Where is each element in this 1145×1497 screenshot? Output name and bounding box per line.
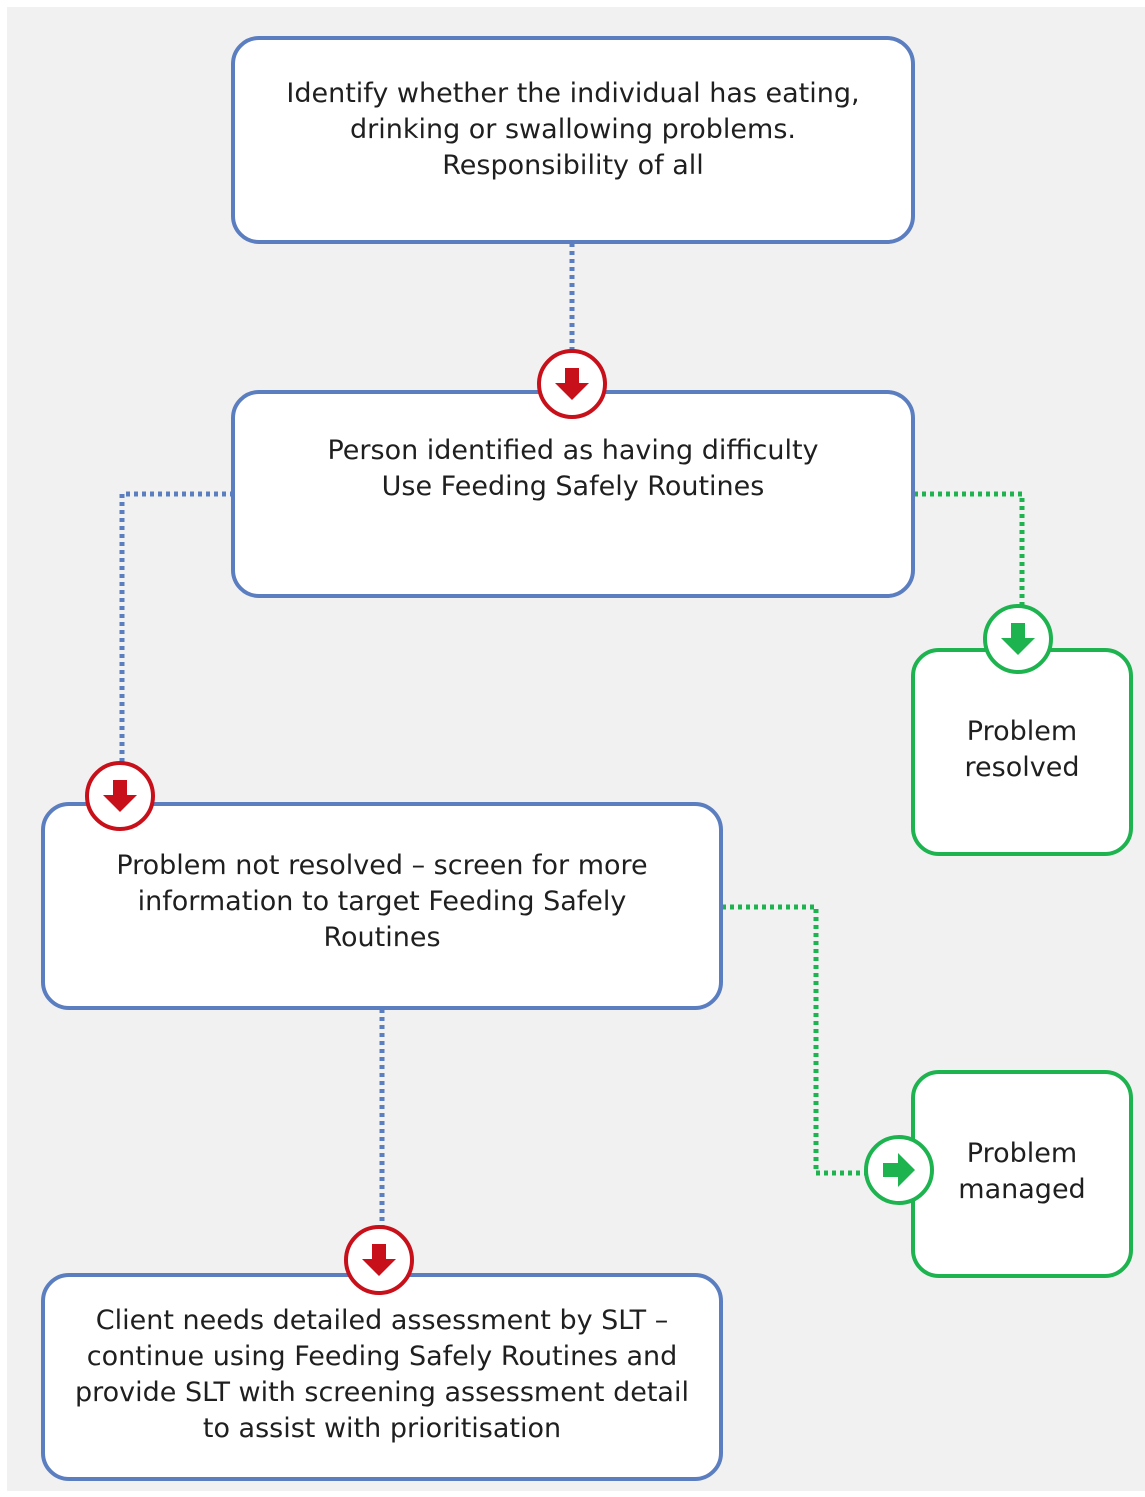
arrow-down-icon	[537, 349, 607, 419]
node-identify-problems-text: Identify whether the individual has eati…	[286, 78, 860, 181]
connector-not-resolved-to-managed	[722, 904, 867, 1176]
arrow-down-icon	[983, 604, 1053, 674]
arrow-down-icon	[85, 761, 155, 831]
node-problem-resolved: Problem resolved	[911, 648, 1133, 856]
node-problem-resolved-text: Problem resolved	[964, 716, 1080, 783]
node-problem-not-resolved-text: Problem not resolved – screen for more i…	[116, 850, 648, 953]
connector-difficulty-to-resolved	[914, 491, 1025, 612]
node-slt-assessment: Client needs detailed assessment by SLT …	[41, 1273, 723, 1481]
connector-lines	[119, 243, 1025, 1232]
node-slt-assessment-text: Client needs detailed assessment by SLT …	[75, 1305, 689, 1444]
node-problem-managed-text: Problem managed	[958, 1138, 1086, 1205]
node-problem-not-resolved: Problem not resolved – screen for more i…	[41, 802, 723, 1010]
arrow-down-icon	[344, 1225, 414, 1295]
node-difficulty-identified-text: Person identified as having difficulty U…	[327, 435, 819, 502]
arrow-right-icon	[864, 1135, 934, 1205]
node-difficulty-identified: Person identified as having difficulty U…	[231, 390, 915, 598]
node-identify-problems: Identify whether the individual has eati…	[231, 36, 915, 244]
node-problem-managed: Problem managed	[911, 1070, 1133, 1278]
connector-difficulty-to-not-resolved	[119, 491, 234, 767]
flowchart-canvas: Identify whether the individual has eati…	[7, 7, 1145, 1491]
